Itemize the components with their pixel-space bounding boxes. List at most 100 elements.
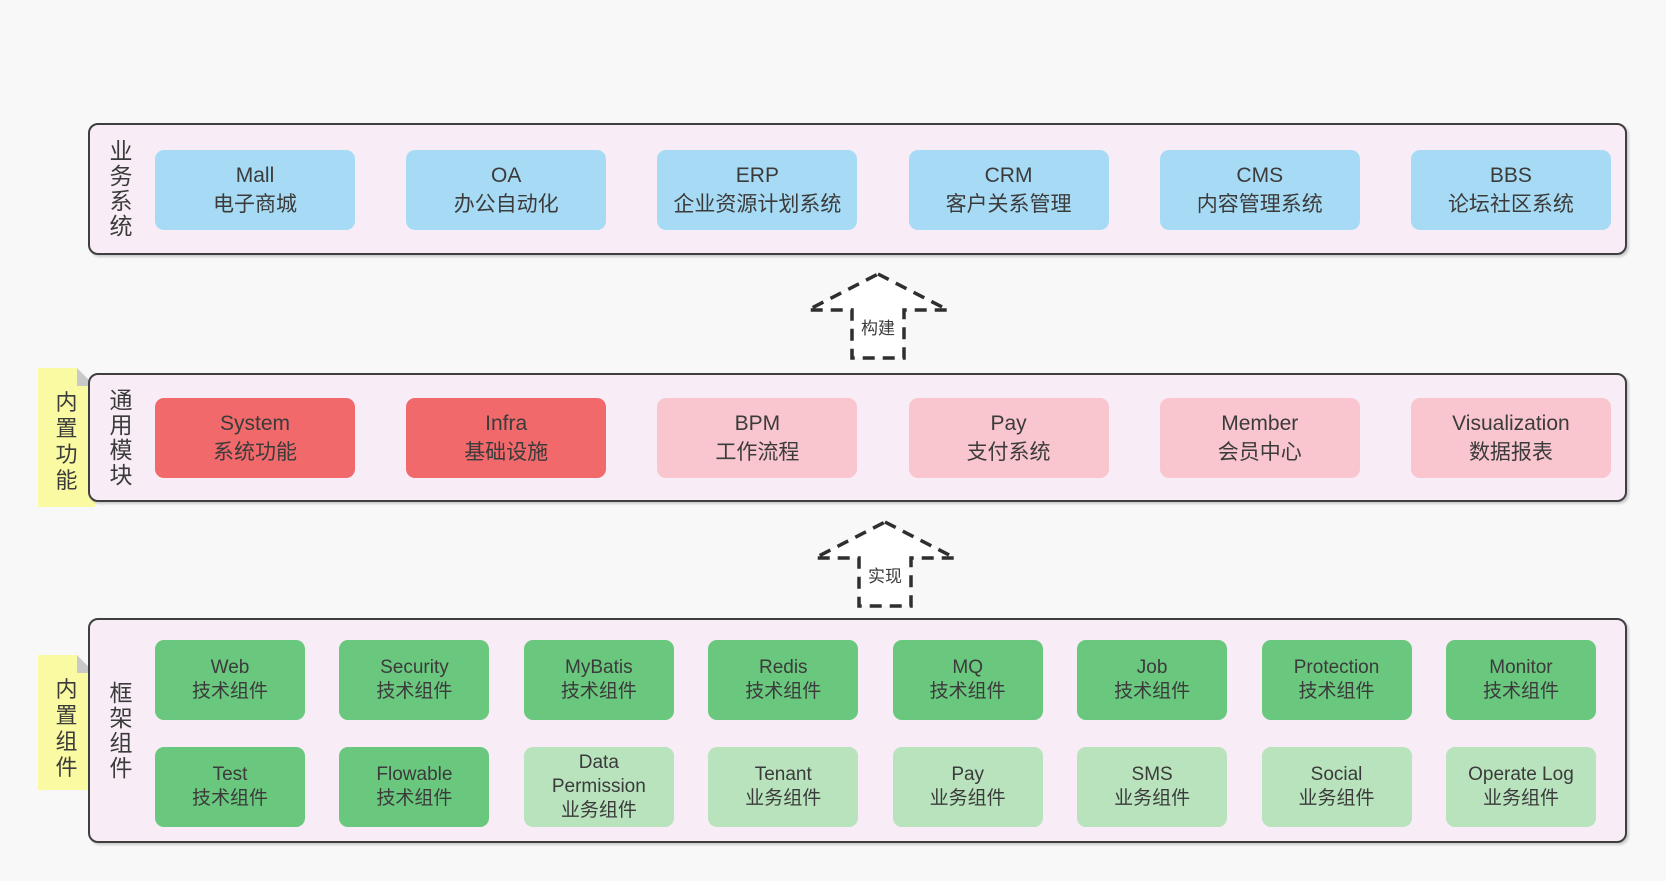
box-job: Job 技术组件 <box>1077 640 1228 720</box>
box-title: MQ <box>952 657 983 678</box>
sticky-note-built-in-components: 内置组件 <box>38 655 95 790</box>
arrow-label-build: 构建 <box>861 319 895 338</box>
box-monitor: Monitor 技术组件 <box>1445 640 1596 720</box>
box-subtitle: 技术组件 <box>191 788 268 809</box>
box-cms: CMS 内容管理系统 <box>1159 150 1360 230</box>
box-title: Member <box>1221 412 1299 435</box>
section-label-common-modules: 通用模块 <box>109 386 133 488</box>
box-subtitle: 论坛社区系统 <box>1447 193 1574 216</box>
box-subtitle: 数据报表 <box>1468 441 1553 464</box>
box-subtitle: 业务组件 <box>1298 788 1375 809</box>
box-title: CRM <box>984 164 1033 187</box>
box-subtitle: 企业资源计划系统 <box>673 193 842 216</box>
box-subtitle: 业务组件 <box>745 788 822 809</box>
section-framework-components: 框架组件 Web 技术组件 Security 技术组件 MyBatis 技术组件… <box>88 618 1627 843</box>
box-subtitle: 客户关系管理 <box>945 193 1072 216</box>
box-title: Protection <box>1293 657 1380 678</box>
section-common-modules: 通用模块 System 系统功能 Infra 基础设施 BPM 工作流程 Pay… <box>88 373 1627 502</box>
box-web: Web 技术组件 <box>155 640 305 720</box>
box-title: Web <box>210 657 250 678</box>
box-title: Visualization <box>1452 412 1570 435</box>
box-infra: Infra 基础设施 <box>406 398 607 478</box>
box-subtitle: 工作流程 <box>715 441 800 464</box>
box-title: SMS <box>1131 764 1173 785</box>
box-subtitle: 业务组件 <box>560 800 637 821</box>
box-subtitle: 技术组件 <box>929 681 1006 702</box>
box-title: Monitor <box>1489 657 1553 678</box>
box-crm: CRM 客户关系管理 <box>908 150 1109 230</box>
box-title: Tenant <box>754 764 812 785</box>
business-boxes-row: Mall 电子商城 OA 办公自动化 ERP 企业资源计划系统 CRM 客户关系… <box>155 150 1611 230</box>
box-title: Social <box>1310 764 1363 785</box>
box-erp: ERP 企业资源计划系统 <box>657 150 858 230</box>
box-protection: Protection 技术组件 <box>1261 640 1412 720</box>
box-mall: Mall 电子商城 <box>155 150 355 230</box>
box-subtitle: 内容管理系统 <box>1196 193 1323 216</box>
box-test: Test 技术组件 <box>155 747 305 827</box>
box-title: Job <box>1136 657 1168 678</box>
box-system: System 系统功能 <box>155 398 355 478</box>
box-subtitle: 技术组件 <box>1114 681 1191 702</box>
box-bpm: BPM 工作流程 <box>657 398 858 478</box>
box-subtitle: 技术组件 <box>1482 681 1559 702</box>
box-title: Test <box>212 764 248 785</box>
box-member: Member 会员中心 <box>1159 398 1360 478</box>
box-mybatis: MyBatis 技术组件 <box>523 640 674 720</box>
box-redis: Redis 技术组件 <box>708 640 859 720</box>
box-subtitle: 支付系统 <box>966 441 1051 464</box>
box-social: Social 业务组件 <box>1261 747 1412 827</box>
dashed-up-arrow-icon <box>807 272 949 360</box>
box-title: System <box>219 412 290 435</box>
components-row-2: Test 技术组件 Flowable 技术组件 Data Permission … <box>155 747 1596 827</box>
box-visualization: Visualization 数据报表 <box>1410 398 1611 478</box>
box-title: Flowable <box>376 764 453 785</box>
box-title: ERP <box>735 164 779 187</box>
sticky-note-built-in-features: 内置功能 <box>38 368 95 507</box>
section-label-business-systems: 业务系统 <box>109 138 133 239</box>
box-subtitle: 业务组件 <box>1114 788 1191 809</box>
box-subtitle: 电子商城 <box>213 193 297 216</box>
box-subtitle: 业务组件 <box>1482 788 1559 809</box>
box-tenant: Tenant 业务组件 <box>708 747 859 827</box>
section-business-systems: 业务系统 Mall 电子商城 OA 办公自动化 ERP 企业资源计划系统 CRM… <box>88 123 1627 255</box>
box-operate-log: Operate Log 业务组件 <box>1445 747 1596 827</box>
section-label-framework-components: 框架组件 <box>109 679 133 781</box>
box-subtitle: 基础设施 <box>464 441 549 464</box>
box-title: Operate Log <box>1468 764 1574 785</box>
box-subtitle: 技术组件 <box>376 681 453 702</box>
box-subtitle: 技术组件 <box>1298 681 1375 702</box>
box-title: Data Permission <box>551 752 646 797</box>
box-title: Mall <box>235 164 275 187</box>
box-subtitle: 技术组件 <box>745 681 822 702</box>
box-subtitle: 技术组件 <box>560 681 637 702</box>
box-pay-component: Pay 业务组件 <box>892 747 1043 827</box>
sticky-note-label: 内置组件 <box>55 677 78 780</box>
box-sms: SMS 业务组件 <box>1077 747 1228 827</box>
box-title: BBS <box>1489 164 1532 187</box>
box-subtitle: 技术组件 <box>376 788 453 809</box>
build-arrow-icon: 构建 <box>806 272 950 360</box>
box-data-permission: Data Permission 业务组件 <box>523 747 674 827</box>
box-security: Security 技术组件 <box>339 640 490 720</box>
components-row-1: Web 技术组件 Security 技术组件 MyBatis 技术组件 Redi… <box>155 640 1596 720</box>
box-title: Redis <box>758 657 808 678</box>
box-oa: OA 办公自动化 <box>406 150 607 230</box>
implement-arrow-icon: 实现 <box>813 520 957 608</box>
sticky-note-label: 内置功能 <box>55 390 78 493</box>
box-title: BPM <box>734 412 781 435</box>
box-title: Pay <box>951 764 985 785</box>
box-subtitle: 系统功能 <box>213 441 297 464</box>
box-subtitle: 会员中心 <box>1217 441 1302 464</box>
box-subtitle: 业务组件 <box>929 788 1006 809</box>
modules-boxes-row: System 系统功能 Infra 基础设施 BPM 工作流程 Pay 支付系统… <box>155 398 1611 478</box>
box-subtitle: 技术组件 <box>191 681 268 702</box>
box-title: Pay <box>990 412 1027 435</box>
box-pay: Pay 支付系统 <box>908 398 1109 478</box>
box-bbs: BBS 论坛社区系统 <box>1410 150 1611 230</box>
box-title: Infra <box>485 412 528 435</box>
box-flowable: Flowable 技术组件 <box>339 747 490 827</box>
dashed-up-arrow-icon <box>814 520 956 608</box>
box-subtitle: 办公自动化 <box>453 193 559 216</box>
box-title: MyBatis <box>565 657 633 678</box>
